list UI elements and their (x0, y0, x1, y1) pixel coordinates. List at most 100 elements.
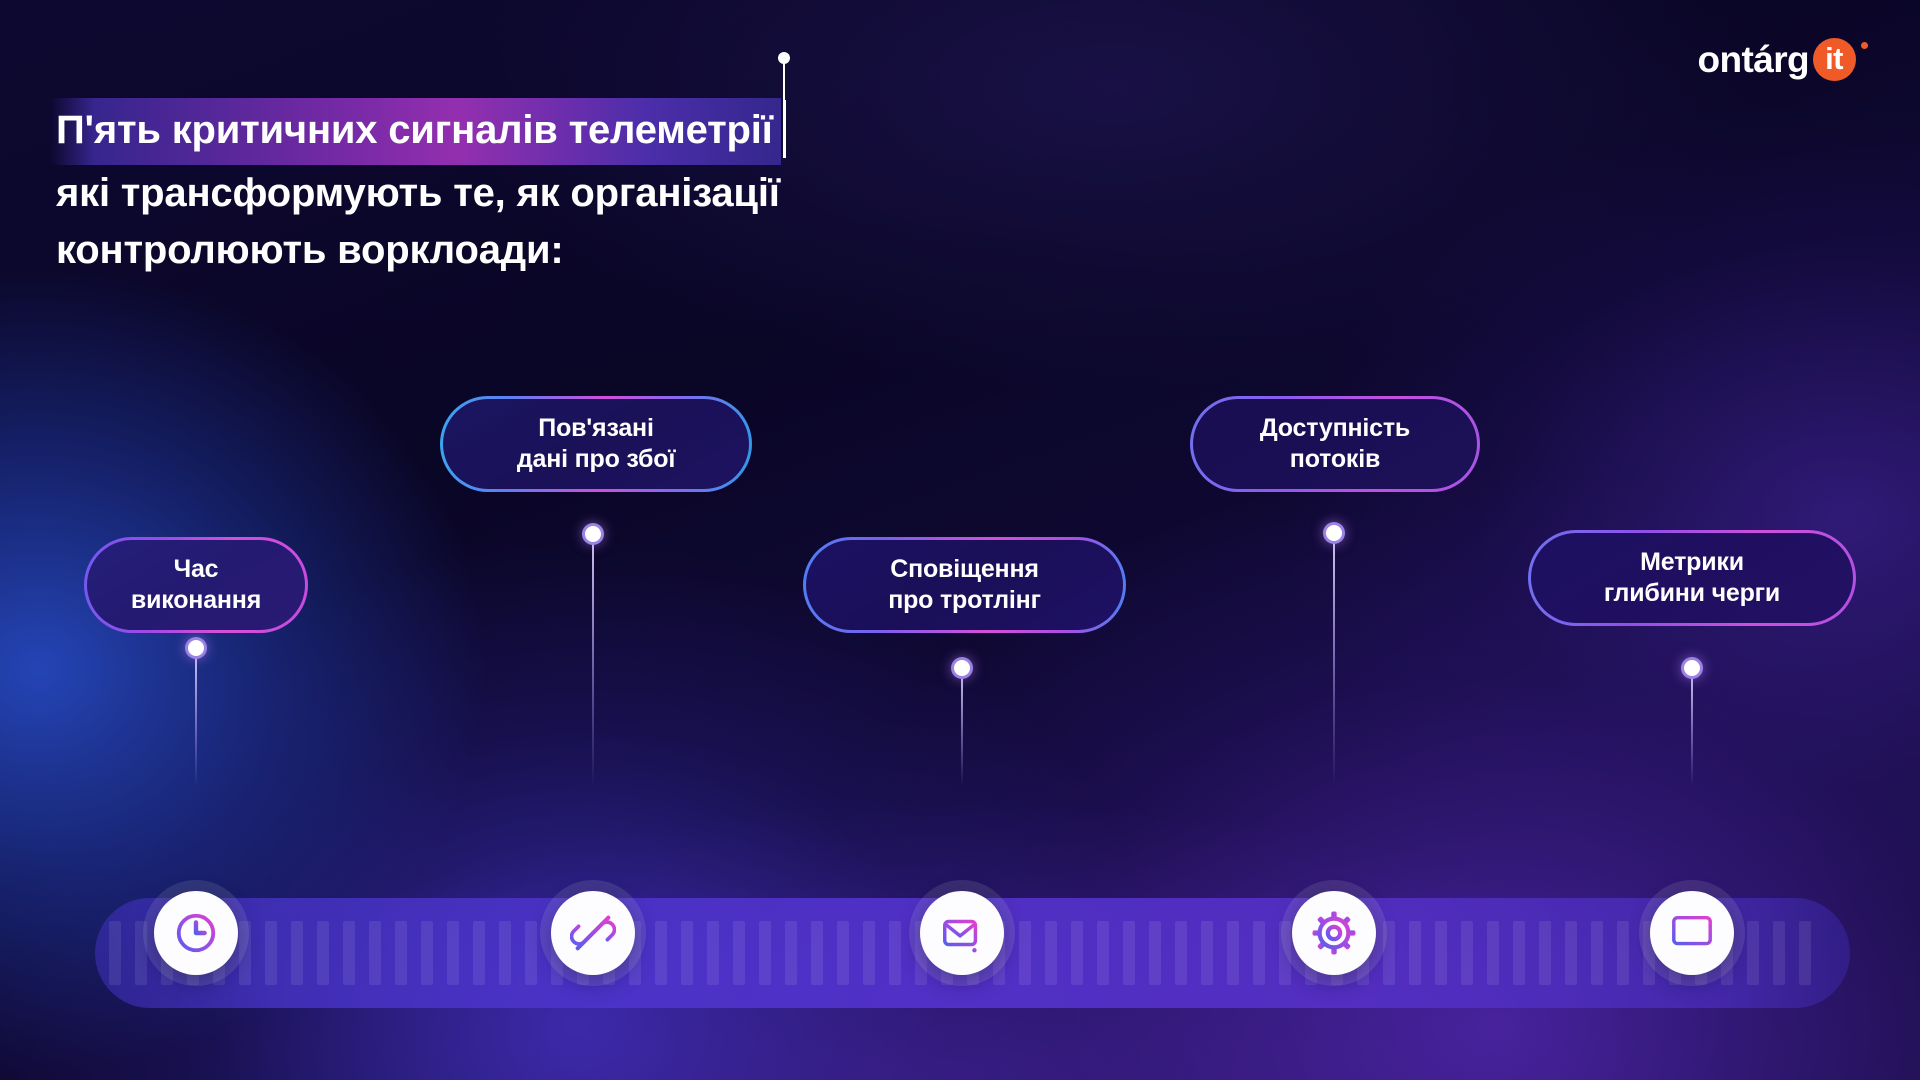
broken-link-icon (570, 910, 616, 956)
timeline-stripe (1617, 921, 1629, 985)
connector-stream-availability (1322, 522, 1346, 786)
label-pill-stream-availability[interactable]: Доступність потоків (1190, 396, 1480, 492)
timeline-stripe (655, 921, 667, 985)
timeline-stripe (1097, 921, 1109, 985)
title-line-1: П'ять критичних сигналів телеметрії (56, 108, 773, 152)
label-pill-throttling-alerts[interactable]: Сповіщення про тротлінг (803, 537, 1126, 633)
connector-stem-icon (1691, 668, 1693, 786)
brand-badge: it (1813, 38, 1856, 81)
timeline-icon-queue-depth-metrics[interactable] (1650, 891, 1734, 975)
timeline-stripe (1071, 921, 1083, 985)
connector-stem-icon (961, 668, 963, 786)
timeline-icon-throttling-alerts[interactable] (920, 891, 1004, 975)
label-pill-body: Метрики глибини черги (1531, 533, 1853, 623)
label-pill-queue-depth-metrics[interactable]: Метрики глибини черги (1528, 530, 1856, 626)
connector-node-icon (1681, 657, 1703, 679)
timeline-stripe (759, 921, 771, 985)
label-pill-text: Час виконання (130, 555, 262, 614)
timeline-stripe (811, 921, 823, 985)
timeline-icon-related-failure-data[interactable] (551, 891, 635, 975)
timeline-stripe (369, 921, 381, 985)
label-pill-related-failure-data[interactable]: Пов'язані дані про збої (440, 396, 752, 492)
label-pill-body: Доступність потоків (1193, 399, 1477, 489)
timeline-stripe (395, 921, 407, 985)
timeline-stripe (863, 921, 875, 985)
timeline-stripe (837, 921, 849, 985)
timeline-stripe (785, 921, 797, 985)
gear-icon (1311, 910, 1357, 956)
timeline-icon-execution-time[interactable] (154, 891, 238, 975)
title-line-2: які трансформують те, як організації (56, 170, 780, 215)
timeline-stripe (525, 921, 537, 985)
title-line-3: контролюють ворклоади: (56, 227, 564, 272)
title-line-1-wrapper: П'ять критичних сигналів телеметрії (50, 52, 791, 165)
timeline-stripe (317, 921, 329, 985)
timeline-stripe (1513, 921, 1525, 985)
label-pill-body: Пов'язані дані про збої (443, 399, 749, 489)
timeline-stripe (239, 921, 251, 985)
connector-related-failure-data (581, 523, 605, 786)
label-pill-body: Час виконання (87, 540, 305, 630)
timeline-stripe (1409, 921, 1421, 985)
label-pill-text: Сповіщення про тротлінг (888, 555, 1041, 614)
timeline-stripe (1487, 921, 1499, 985)
brand-wordmark: ontárg (1697, 39, 1810, 80)
timeline-stripe (681, 921, 693, 985)
timeline-stripe (1461, 921, 1473, 985)
caret-dot-icon (778, 52, 791, 64)
timeline-stripe (889, 921, 901, 985)
timeline-stripe (291, 921, 303, 985)
timeline-stripe (1539, 921, 1551, 985)
timeline-stripe (135, 921, 147, 985)
timeline-stripe (421, 921, 433, 985)
timeline-stripe (1435, 921, 1447, 985)
timeline-stripe (1773, 921, 1785, 985)
label-pill-text: Доступність потоків (1259, 414, 1411, 473)
timeline-stripe (473, 921, 485, 985)
connector-stem-icon (592, 534, 594, 786)
timeline-stripe (1253, 921, 1265, 985)
clock-icon (173, 910, 219, 956)
page-title: П'ять критичних сигналів телеметрії які … (50, 52, 791, 278)
connector-queue-depth-metrics (1680, 657, 1704, 786)
timeline-stripe (1149, 921, 1161, 985)
timeline-stripe (1201, 921, 1213, 985)
timeline-stripe (1279, 921, 1291, 985)
label-pill-execution-time[interactable]: Час виконання (84, 537, 308, 633)
timeline-stripe (1019, 921, 1031, 985)
timeline-stripe (707, 921, 719, 985)
brand-dot-icon (1861, 42, 1868, 49)
monitor-chart-icon (1669, 910, 1715, 956)
title-caret-icon (778, 52, 791, 158)
connector-node-icon (582, 523, 604, 545)
timeline-stripe (1175, 921, 1187, 985)
connector-node-icon (185, 637, 207, 659)
timeline-stripe (1123, 921, 1135, 985)
timeline-stripe (1747, 921, 1759, 985)
timeline-stripe (447, 921, 459, 985)
label-pill-body: Сповіщення про тротлінг (806, 540, 1123, 630)
connector-node-icon (1323, 522, 1345, 544)
connector-node-icon (951, 657, 973, 679)
connector-stem-icon (1333, 533, 1335, 786)
caret-stem-icon (783, 62, 786, 102)
timeline-stripe (109, 921, 121, 985)
timeline-stripe (1591, 921, 1603, 985)
label-pill-text: Метрики глибини черги (1603, 548, 1781, 607)
timeline-stripe (1227, 921, 1239, 985)
connector-stem-icon (195, 648, 197, 786)
timeline-stripe (343, 921, 355, 985)
timeline-stripe (1045, 921, 1057, 985)
label-pill-text: Пов'язані дані про збої (516, 414, 676, 473)
timeline-stripe (499, 921, 511, 985)
timeline-stripe (1383, 921, 1395, 985)
brand-logo: ontárg it (1698, 38, 1868, 81)
timeline-icon-stream-availability[interactable] (1292, 891, 1376, 975)
connector-execution-time (184, 637, 208, 786)
timeline-stripe (733, 921, 745, 985)
mail-alert-icon (939, 910, 985, 956)
timeline-stripe (1565, 921, 1577, 985)
connector-throttling-alerts (950, 657, 974, 786)
timeline-stripe (1799, 921, 1811, 985)
